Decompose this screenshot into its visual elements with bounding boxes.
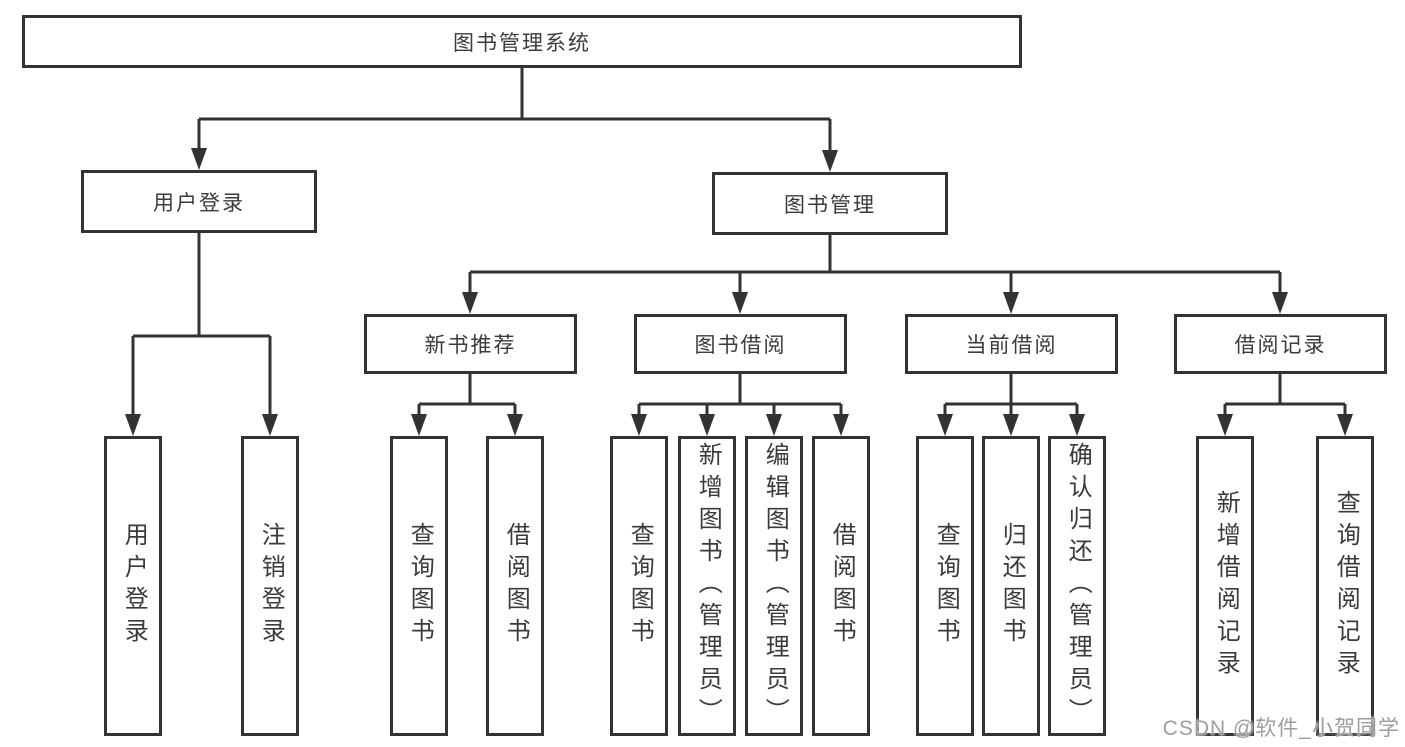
leaf-query-books-current: 查询图书	[916, 436, 974, 736]
leaf-add-borrow-record-label: 新增借阅记录	[1212, 490, 1240, 682]
leaf-user-login-label: 用户登录	[120, 522, 148, 650]
leaf-borrow-books-borrowing: 借阅图书	[812, 436, 870, 736]
leaf-edit-book-admin-label: 编辑图书（管理员）	[761, 442, 789, 730]
arrowheads	[125, 148, 1353, 436]
leaf-query-books-recommend: 查询图书	[390, 436, 448, 736]
node-user-login-label: 用户登录	[153, 191, 245, 215]
arrow-down-icon	[766, 414, 782, 436]
leaf-query-books-borrowing: 查询图书	[610, 436, 668, 736]
arrow-down-icon	[462, 292, 478, 314]
arrow-down-icon	[631, 414, 647, 436]
arrow-down-icon	[1217, 414, 1233, 436]
leaf-borrow-books-borrowing-label: 借阅图书	[828, 522, 856, 650]
node-book-management-label: 图书管理	[784, 193, 876, 217]
arrow-down-icon	[262, 414, 278, 436]
node-user-login: 用户登录	[81, 170, 317, 233]
arrow-down-icon	[1337, 414, 1353, 436]
node-borrowing-records-label: 借阅记录	[1234, 334, 1327, 357]
arrow-down-icon	[1003, 414, 1019, 436]
node-library-management-system: 图书管理系统	[22, 15, 1022, 68]
arrow-down-icon	[411, 414, 427, 436]
leaf-add-borrow-record: 新增借阅记录	[1196, 436, 1254, 736]
leaf-confirm-return-admin-label: 确认归还（管理员）	[1064, 442, 1092, 730]
leaf-borrow-books-recommend: 借阅图书	[486, 436, 544, 736]
leaf-query-books-current-label: 查询图书	[932, 522, 960, 650]
leaf-return-books: 归还图书	[982, 436, 1040, 736]
leaf-logout: 注销登录	[241, 436, 299, 736]
leaf-query-books-borrowing-label: 查询图书	[626, 522, 654, 650]
arrow-down-icon	[822, 150, 838, 172]
arrow-down-icon	[937, 414, 953, 436]
node-current-borrowing: 当前借阅	[905, 314, 1118, 374]
csdn-watermark: CSDN @软件_小贺同学	[1162, 717, 1400, 740]
node-new-book-recommendation-label: 新书推荐	[424, 334, 517, 357]
leaf-logout-label: 注销登录	[257, 522, 285, 650]
node-book-borrowing: 图书借阅	[634, 314, 847, 374]
arrow-down-icon	[191, 148, 207, 170]
connector-path	[131, 68, 1347, 416]
leaf-borrow-books-recommend-label: 借阅图书	[502, 522, 530, 650]
leaf-query-borrow-record: 查询借阅记录	[1316, 436, 1374, 736]
leaf-confirm-return-admin: 确认归还（管理员）	[1048, 436, 1106, 736]
leaf-edit-book-admin: 编辑图书（管理员）	[745, 436, 803, 736]
arrow-down-icon	[732, 292, 748, 314]
leaf-add-book-admin: 新增图书（管理员）	[678, 436, 736, 736]
node-new-book-recommendation: 新书推荐	[364, 314, 577, 374]
node-borrowing-records: 借阅记录	[1174, 314, 1387, 374]
arrow-down-icon	[1003, 292, 1019, 314]
leaf-query-borrow-record-label: 查询借阅记录	[1332, 490, 1360, 682]
arrow-down-icon	[507, 414, 523, 436]
arrow-down-icon	[125, 414, 141, 436]
leaf-user-login: 用户登录	[104, 436, 162, 736]
node-book-borrowing-label: 图书借阅	[694, 334, 787, 357]
leaf-query-books-recommend-label: 查询图书	[406, 522, 434, 650]
node-book-management: 图书管理	[712, 172, 948, 235]
node-library-management-system-label: 图书管理系统	[453, 31, 591, 55]
node-current-borrowing-label: 当前借阅	[965, 334, 1058, 357]
arrow-down-icon	[699, 414, 715, 436]
arrow-down-icon	[1272, 292, 1288, 314]
leaf-return-books-label: 归还图书	[998, 522, 1026, 650]
leaf-add-book-admin-label: 新增图书（管理员）	[694, 442, 722, 730]
arrow-down-icon	[833, 414, 849, 436]
arrow-down-icon	[1069, 414, 1085, 436]
